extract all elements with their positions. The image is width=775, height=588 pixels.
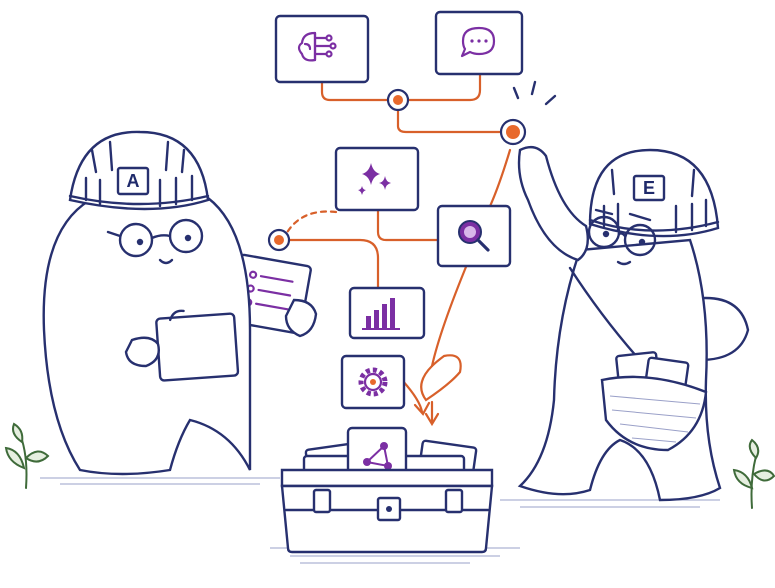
plant-right — [732, 438, 775, 509]
card-chat — [434, 10, 524, 76]
shoulder-bag — [600, 351, 708, 452]
sparkles-icon — [358, 163, 391, 195]
magnifier-icon — [458, 220, 490, 252]
card-network — [346, 426, 408, 484]
character-left: A — [42, 130, 318, 476]
gear-icon — [358, 367, 388, 397]
clipboard — [155, 309, 240, 382]
hat-letter-e: E — [643, 178, 655, 198]
beanie-ribbing — [68, 140, 210, 208]
character-right: E — [517, 145, 750, 502]
toolbox — [280, 426, 494, 554]
chat-bubble-icon — [460, 26, 496, 58]
glasses — [106, 218, 204, 258]
card-search — [436, 204, 512, 268]
tap-lines — [512, 80, 557, 106]
card-gear — [340, 354, 406, 410]
card-sparkles — [334, 146, 420, 212]
card-brain — [274, 14, 370, 84]
glasses-right — [587, 208, 657, 257]
bar-chart-icon — [362, 298, 400, 330]
network-share-icon — [363, 442, 392, 470]
wire-nodes — [267, 88, 527, 252]
hat-letter-a: A — [127, 171, 140, 191]
plant-left — [4, 422, 50, 489]
card-chart — [348, 286, 426, 340]
brain-circuit-icon — [297, 31, 337, 62]
